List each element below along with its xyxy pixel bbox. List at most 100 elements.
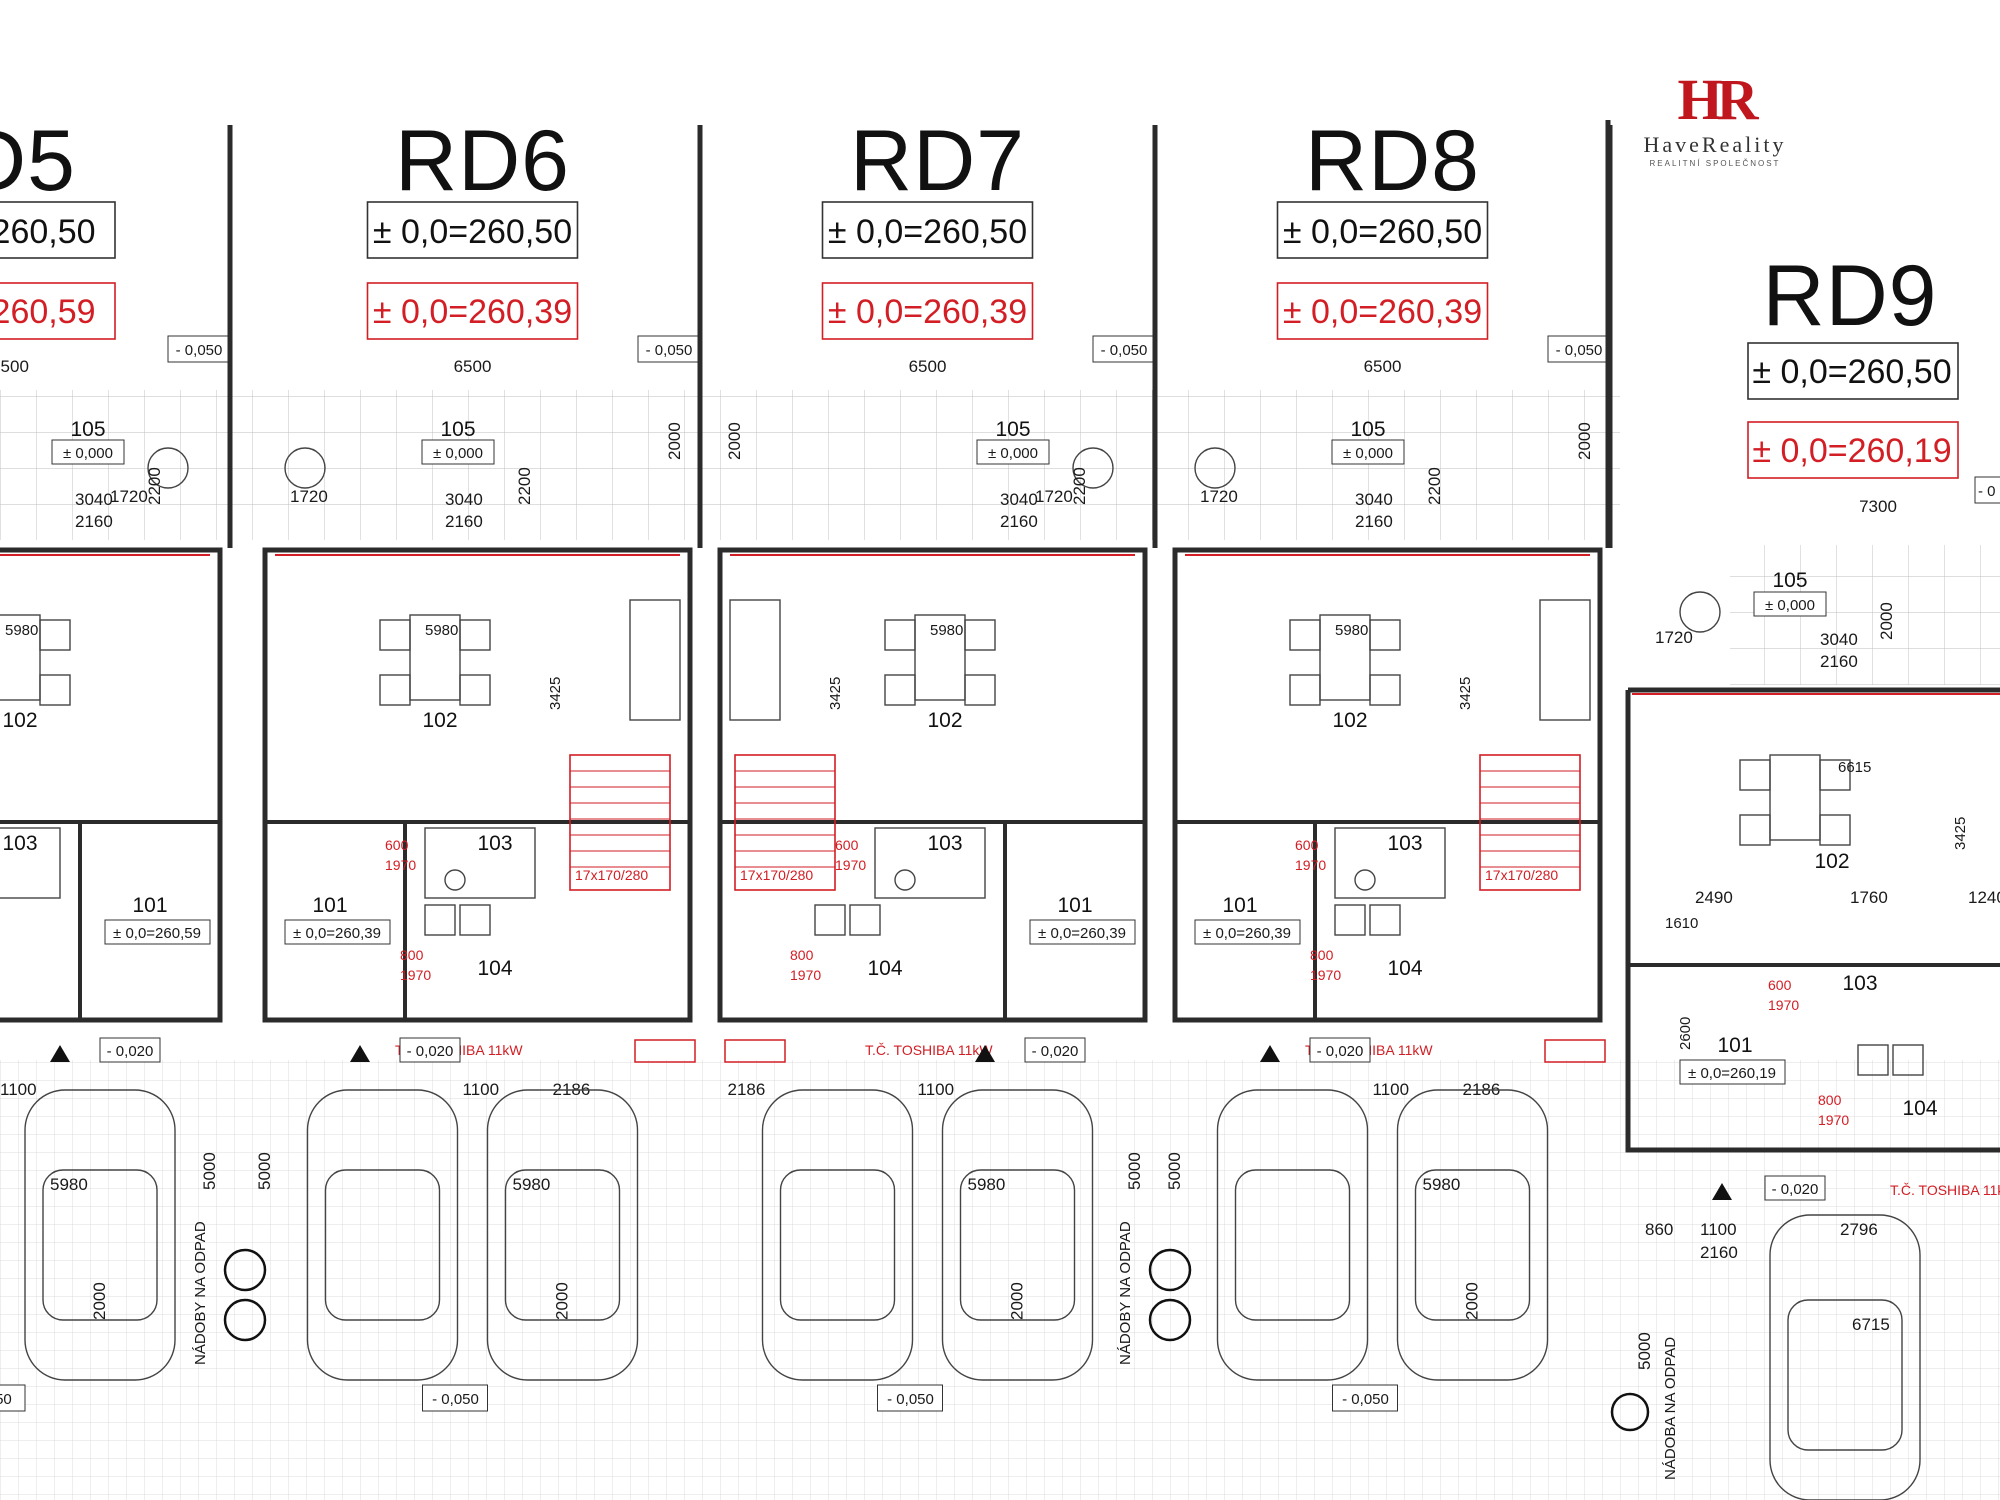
entry-level-box (1194, 919, 1301, 945)
heat-pump-unit (634, 1039, 696, 1063)
bottom-level: - 0,050 (1342, 1391, 1389, 1408)
dim-5000: 5000 (200, 1152, 219, 1190)
room-103: 103 (1842, 972, 1877, 995)
dim-2000: 2000 (1877, 602, 1896, 640)
car-symbol (1769, 1214, 1921, 1500)
terrace-level: ± 0,000 (988, 445, 1038, 462)
dim-2796: 2796 (1840, 1220, 1878, 1239)
terrace-level-box (1753, 591, 1827, 617)
house-outline (1625, 687, 2000, 1153)
room-103: 103 (1387, 832, 1422, 855)
room-104: 104 (867, 957, 902, 980)
toilet-symbol (894, 869, 916, 891)
level-red: 0,0=260,59 (0, 293, 96, 331)
washer (1857, 1044, 1889, 1076)
dining-chair (964, 674, 996, 706)
room-101: 101 (1057, 894, 1092, 917)
car-symbol (1396, 1089, 1549, 1381)
ext-level-box (1974, 476, 2000, 504)
heat-pump-unit (1544, 1039, 1606, 1063)
dim-2000b: 2000 (90, 1282, 109, 1320)
level-box-red (366, 282, 579, 340)
door-600: 600 (385, 837, 409, 853)
dining-table (409, 614, 461, 701)
door-600: 600 (1768, 977, 1792, 993)
bathroom (424, 827, 536, 899)
door-1970: 1970 (835, 857, 866, 873)
parking-level-box (1764, 1175, 1826, 1201)
parking-level-box (99, 1037, 161, 1063)
dining-chair (964, 619, 996, 651)
dining-chair (1739, 814, 1771, 846)
car-body (1769, 1214, 1921, 1500)
staircase (569, 754, 671, 891)
dim-2000b: 2000 (1008, 1282, 1027, 1320)
door-800: 800 (790, 947, 814, 963)
car-symbol (306, 1089, 459, 1381)
unit-title: D5 (0, 113, 76, 209)
room-101: 101 (132, 894, 167, 917)
dim-2160: 2160 (1820, 652, 1858, 671)
dryer (849, 904, 881, 936)
dryer (459, 904, 491, 936)
entry-level: ± 0,0=260,39 (1038, 925, 1126, 942)
dim-1100: 1100 (463, 1080, 500, 1099)
unit-title: RD7 (850, 113, 1025, 209)
dim-1610: 1610 (1665, 915, 1698, 932)
heat-pump-unit (724, 1039, 786, 1063)
entry-level: ± 0,0=260,39 (1203, 925, 1291, 942)
dim-6715: 6715 (1852, 1315, 1890, 1334)
waste-label: NÁDOBY NA ODPAD (1117, 1221, 1134, 1365)
terrace-room-number: 105 (1772, 569, 1807, 592)
dim-3425: 3425 (547, 677, 564, 710)
car-body (24, 1089, 176, 1381)
dim-2000b: 2000 (553, 1282, 572, 1320)
bottom-level-box (0, 1384, 26, 1412)
dim-3040: 3040 (1820, 630, 1858, 649)
parking-level-box (399, 1037, 461, 1063)
dim-2000: 2000 (1575, 422, 1594, 460)
dining-table (1319, 614, 1371, 701)
unit-width: 6500 (909, 357, 947, 376)
level-box-red (821, 282, 1034, 340)
dim-2200: 2200 (1425, 467, 1444, 505)
entry-arrow-icon (1260, 1045, 1280, 1062)
car-roof (324, 1169, 441, 1321)
ext-level: - 0 (1978, 483, 1996, 500)
dining-chair (1369, 619, 1401, 651)
room-104: 104 (1387, 957, 1422, 980)
car-roof (1414, 1169, 1531, 1321)
car-roof (1787, 1299, 1903, 1451)
bottom-level: - 0,050 (887, 1391, 934, 1408)
ext-level: - 0,050 (1556, 342, 1603, 359)
door-800: 800 (1310, 947, 1334, 963)
terrace-level: ± 0,000 (63, 445, 113, 462)
bottom-level-box (422, 1384, 488, 1412)
waste-bin (223, 1298, 267, 1342)
entry-level: ± 0,0=260,39 (293, 925, 381, 942)
door-1970b: 1970 (1310, 967, 1341, 983)
dim-5980b: 5980 (968, 1175, 1006, 1194)
dim-3425: 3425 (1457, 677, 1474, 710)
parking-level: - 0,020 (1032, 1043, 1079, 1060)
car-body (1216, 1089, 1369, 1381)
entry-arrow-icon (975, 1045, 995, 1062)
dim-3425: 3425 (1952, 817, 1969, 850)
bathroom (1334, 827, 1446, 899)
car-symbol (761, 1089, 914, 1381)
dim-1720: 1720 (110, 487, 148, 506)
dryer (1369, 904, 1401, 936)
room-103: 103 (477, 832, 512, 855)
car-symbol (941, 1089, 1094, 1381)
entry-level: ± 0,0=260,59 (113, 925, 201, 942)
dining-chair (1289, 674, 1321, 706)
waste-bin (1610, 1392, 1650, 1432)
dining-chair (884, 674, 916, 706)
ext-level: - 0,050 (1101, 342, 1148, 359)
dining-chair (379, 619, 411, 651)
car-body (761, 1089, 914, 1381)
ext-level: - 0,050 (176, 342, 223, 359)
level-box-black (366, 201, 579, 259)
dim-1100: 1100 (1700, 1220, 1737, 1239)
